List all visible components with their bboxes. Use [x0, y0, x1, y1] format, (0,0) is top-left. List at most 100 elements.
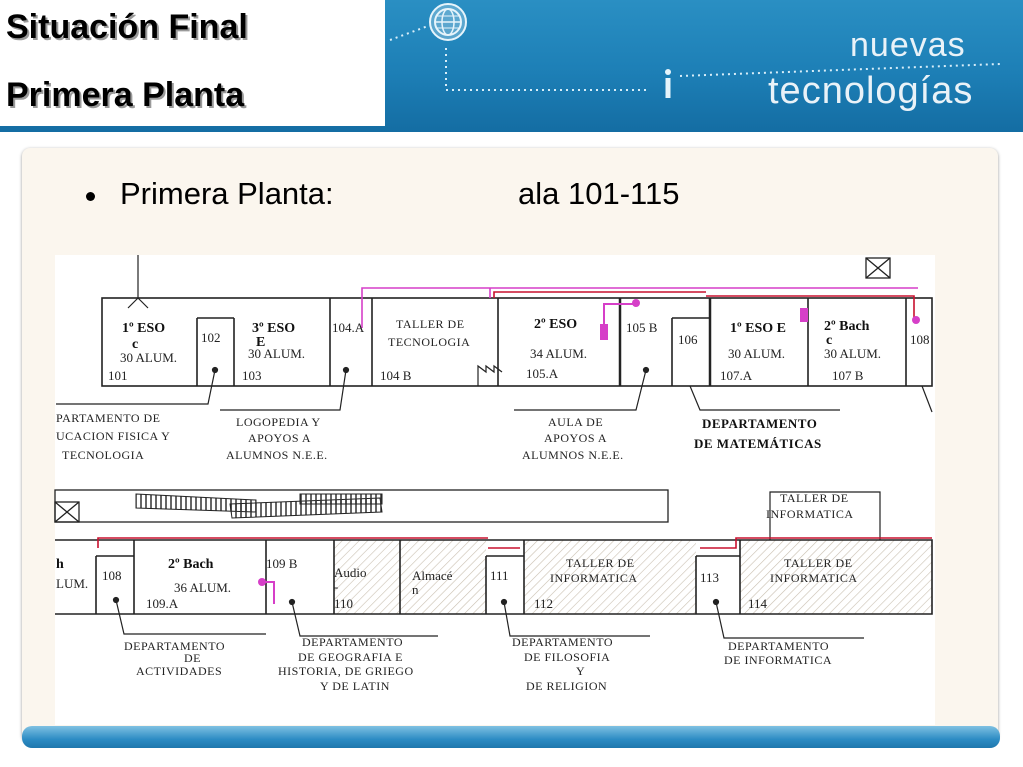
caption-aula-1: AULA DE	[548, 415, 603, 429]
stair-marks	[477, 364, 503, 386]
caption-efisica-1: PARTAMENTO DE	[56, 411, 161, 425]
top-wing-outline	[101, 297, 933, 387]
slide-title-line-2: Primera Planta	[6, 76, 245, 114]
caption-efisica-2: UCACION FISICA Y	[56, 429, 170, 443]
room-105a-students: 34 ALUM.	[530, 346, 587, 361]
leader-b109	[291, 601, 438, 637]
leader-b111	[503, 601, 650, 637]
room-104b-name-2: TECNOLOGIA	[388, 335, 470, 349]
room-107a-students: 30 ALUM.	[728, 346, 785, 361]
stair-block	[54, 257, 891, 523]
room-103-name: 3º ESO	[252, 321, 295, 336]
outlet-108	[912, 316, 920, 324]
room-104b-id: 104 B	[380, 368, 412, 383]
caption-actividades-3: ACTIVIDADES	[136, 664, 222, 678]
room-114-id: 114	[748, 596, 768, 611]
bullet-value: ala 101-115	[518, 176, 680, 211]
caption-geografia-3: HISTORIA, DE GRIEGO	[278, 664, 414, 678]
room-107b-students: 30 ALUM.	[824, 346, 881, 361]
room-101-id: 101	[108, 368, 128, 383]
bullet-dot	[86, 192, 95, 201]
room-112-name-1: TALLER DE	[566, 556, 635, 570]
caption-efisica-3: TECNOLOGIA	[62, 448, 144, 462]
annex-box	[769, 491, 881, 540]
room-105a-id: 105.A	[526, 366, 559, 381]
room-108-id-bottom: 108	[102, 568, 122, 583]
caption-logopedia-3: ALUMNOS N.E.E.	[226, 448, 328, 462]
room-103-extra: E	[256, 335, 265, 350]
hatch-almacen	[400, 540, 486, 614]
caption-filosofia-1: DEPARTAMENTO	[512, 635, 613, 649]
caption-aula-2: APOYOS A	[544, 431, 607, 445]
room-109a-id: 109.A	[146, 596, 179, 611]
room-b-bach-fragment: h	[56, 557, 64, 572]
room-110-id: 110	[334, 596, 353, 611]
corridor-line	[127, 255, 149, 309]
caption-geografia-1: DEPARTAMENTO	[302, 635, 403, 649]
outlet-107	[800, 308, 808, 322]
hatch-110	[334, 540, 400, 614]
room-109a-name: 2º Bach	[168, 557, 214, 572]
globe-icon	[429, 3, 467, 41]
room-114-name-1: TALLER DE	[784, 556, 853, 570]
leader-101	[56, 369, 216, 405]
leader-b108	[115, 599, 266, 635]
room-109b-id: 109 B	[266, 556, 298, 571]
room-103-id: 103	[242, 368, 262, 383]
top-captions: PARTAMENTO DE UCACION FISICA Y TECNOLOGI…	[56, 411, 822, 462]
room-114-name-2: INFORMATICA	[770, 571, 858, 585]
title-box: Situación Final Primera Planta	[0, 0, 385, 126]
elevator-top-right	[865, 257, 891, 279]
room-almacen-name-1: Almacé	[412, 568, 453, 583]
utility-lines-bottom	[97, 537, 932, 604]
caption-informatica-1: DEPARTAMENTO	[728, 639, 829, 653]
hatch-111	[524, 540, 696, 614]
room-105b-id: 105 B	[626, 320, 658, 335]
red-duct-top	[493, 291, 915, 320]
room-101-students: 30 ALUM.	[120, 350, 177, 365]
pink-pipe-top	[361, 287, 918, 328]
room-103-students: 30 ALUM.	[248, 346, 305, 361]
room-110-name-2: -	[334, 579, 338, 594]
leader-103	[220, 369, 347, 411]
outlet-105b	[632, 299, 640, 307]
brand-text-line-2: tecnologías	[768, 70, 974, 112]
room-108-id-top: 108	[910, 332, 930, 347]
room-104a-id: 104.A	[332, 320, 365, 335]
leader-b113	[715, 601, 864, 639]
bottom-room-labels: h LUM. 108 2º Bach 36 ALUM. 109.A 109 B …	[56, 491, 858, 611]
room-104b-name-1: TALLER DE	[396, 317, 465, 331]
caption-geografia-4: Y DE LATIN	[320, 679, 390, 693]
slide-footer-bar	[22, 726, 1000, 748]
caption-matematicas-2: DE MATEMÁTICAS	[694, 436, 822, 451]
bottom-leaders	[112, 596, 864, 639]
room-110-name-1: Audio	[334, 565, 367, 580]
elevator-bottom-left	[54, 501, 80, 523]
caption-aula-3: ALUMNOS N.E.E.	[522, 448, 624, 462]
bottom-wing-walls	[55, 491, 933, 615]
caption-actividades-2: DE	[184, 651, 201, 665]
brand-text-line-1: nuevas	[850, 26, 966, 64]
room-102-id: 102	[201, 330, 221, 345]
leader-106	[689, 385, 840, 411]
room-107b-extra: c	[826, 333, 832, 348]
room-b-students-fragment: LUM.	[56, 576, 88, 591]
annex-name-2: INFORMATICA	[766, 507, 854, 521]
caption-filosofia-3: Y	[576, 664, 585, 678]
outlet-105	[600, 324, 608, 340]
room-107a-name: 1º ESO E	[730, 321, 786, 336]
room-almacen-name-2: n	[412, 582, 419, 597]
bottom-captions: DEPARTAMENTO DE ACTIVIDADES DEPARTAMENTO…	[124, 635, 832, 693]
room-101-name: 1º ESO	[122, 321, 165, 336]
caption-actividades-1: DEPARTAMENTO	[124, 639, 225, 653]
bullet-label: Primera Planta:	[120, 176, 334, 211]
caption-geografia-2: DE GEOGRAFIA E	[298, 650, 403, 664]
slide-header: Situación Final Primera Planta nuevas te…	[0, 0, 1023, 132]
header-network-decoration	[389, 3, 1001, 98]
room-107b-id: 107 B	[832, 368, 864, 383]
bottom-wing-outline	[55, 539, 933, 615]
caption-filosofia-2: DE FILOSOFIA	[524, 650, 610, 664]
room-112-id: 112	[534, 596, 553, 611]
room-107b-name: 2º Bach	[824, 319, 870, 334]
caption-filosofia-4: DE RELIGION	[526, 679, 607, 693]
